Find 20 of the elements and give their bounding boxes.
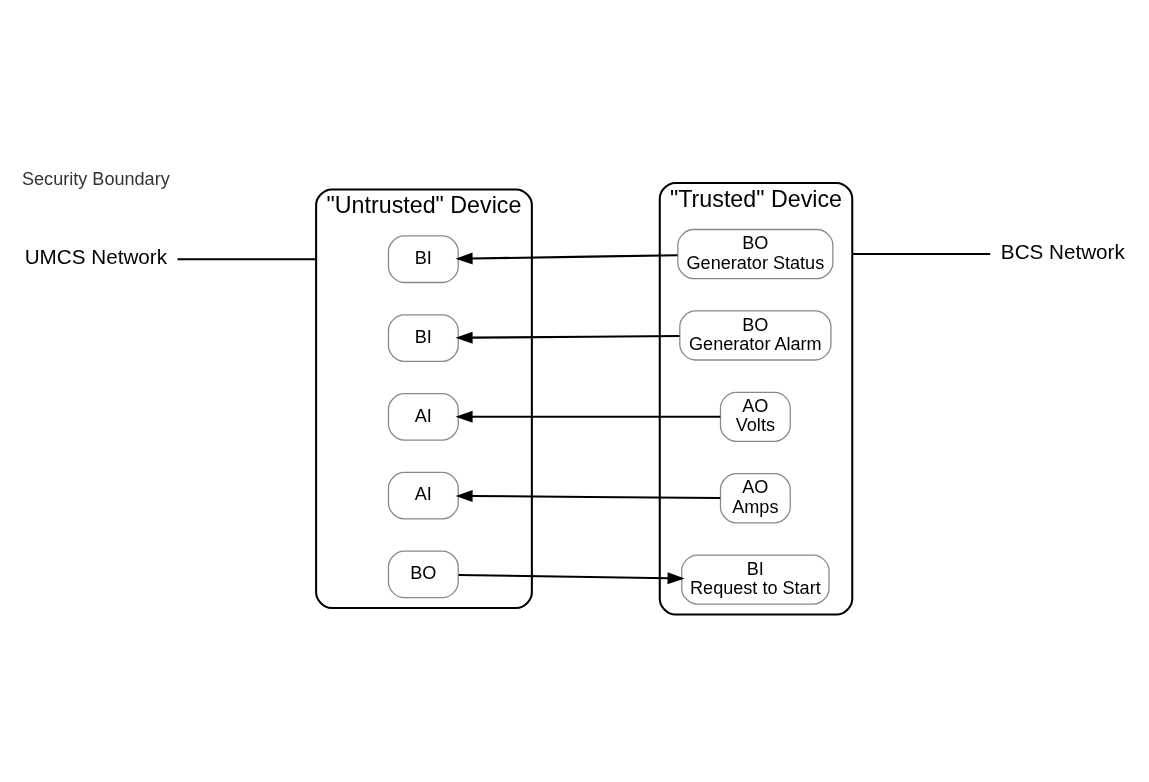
arrow	[455, 490, 721, 502]
node-box: AO Volts	[719, 391, 791, 443]
node-text: BCS Network	[1000, 239, 1125, 263]
node-box: BO Generator Status	[677, 228, 834, 280]
connector	[177, 258, 317, 261]
arrow	[455, 331, 680, 344]
node-box: AI	[387, 471, 459, 520]
arrow	[455, 410, 721, 423]
node-box: AO Amps	[719, 473, 791, 524]
node-box: BO	[387, 550, 459, 599]
arrow	[458, 572, 685, 585]
arrow	[455, 252, 678, 265]
node-box: AI	[387, 392, 459, 441]
node-box: BO Generator Alarm	[679, 310, 832, 361]
label: Security Boundary	[21, 169, 170, 190]
node-box: BI	[387, 235, 459, 284]
node-text: UMCS Network	[24, 245, 168, 269]
connector	[852, 253, 991, 256]
node-box: BI Request to Start	[681, 554, 830, 605]
node-box: BI	[387, 314, 459, 362]
